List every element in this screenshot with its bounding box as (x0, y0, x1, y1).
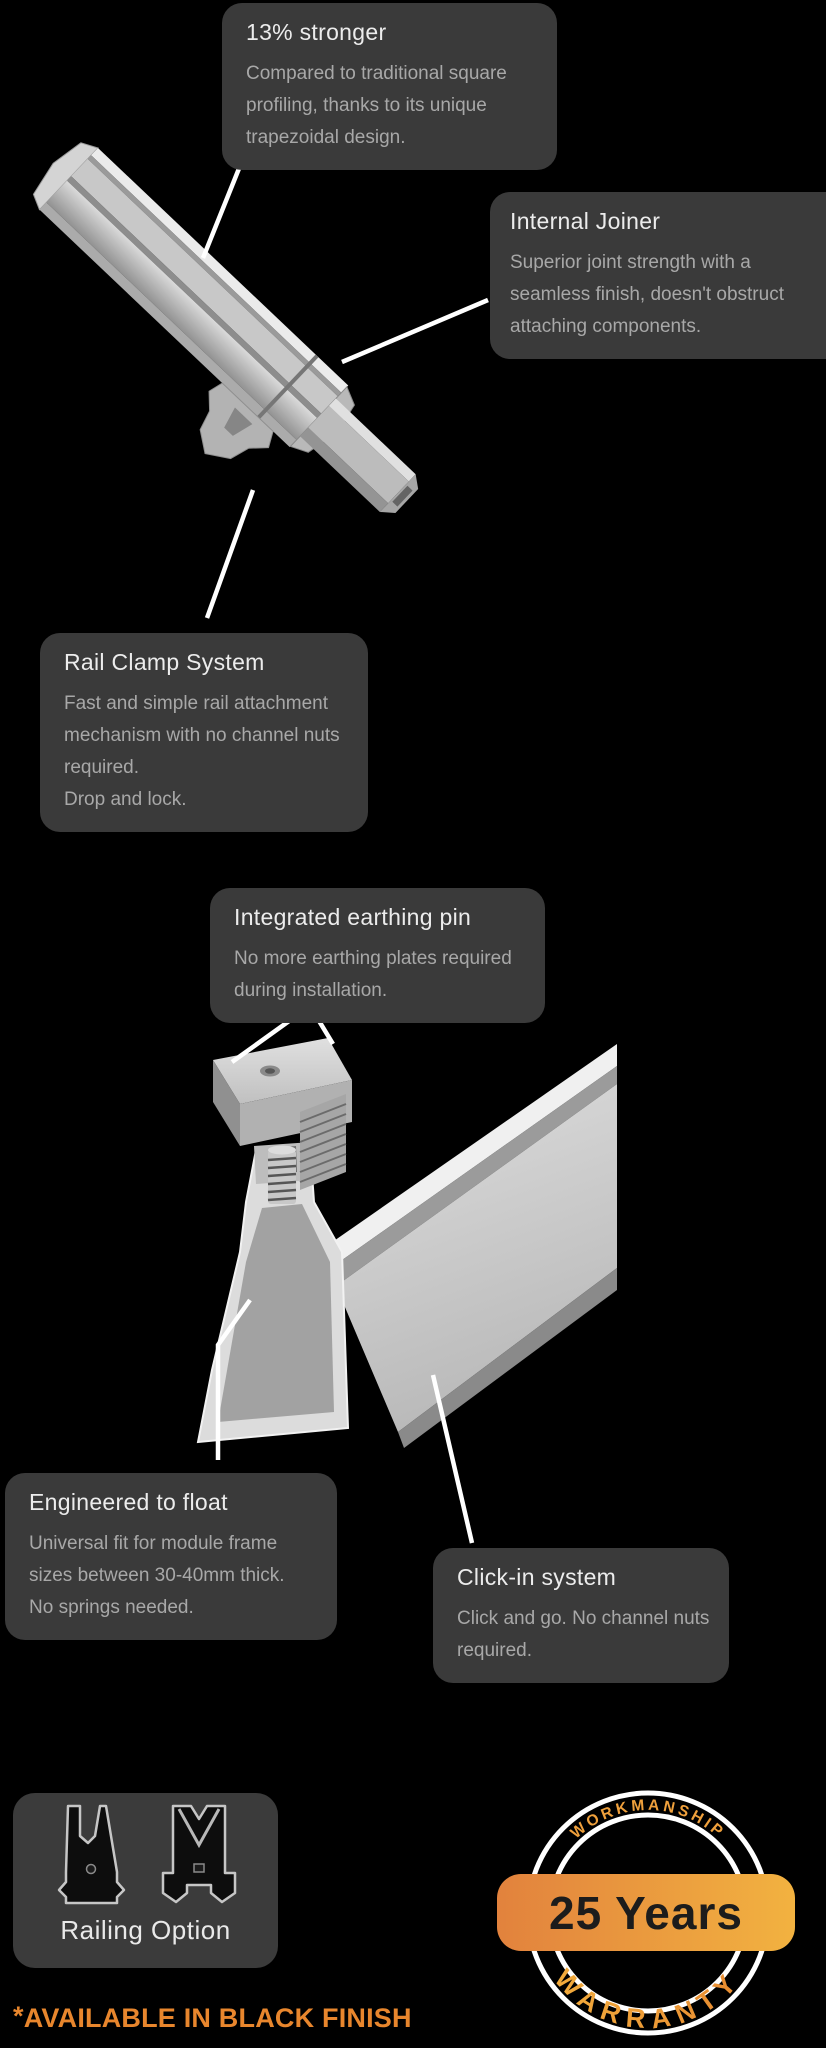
callout-internal-joiner: Internal Joiner Superior joint strength … (490, 192, 826, 359)
callout-body-line: No more earthing plates required (234, 948, 512, 969)
h-rail-profile-icon (161, 1804, 237, 1904)
rail-profile-silhouettes (57, 1804, 237, 1905)
callout-body-line: trapezoidal design. (246, 127, 406, 148)
railing-option-card: Railing Option (13, 1793, 278, 1968)
clamp-earthing-render (196, 1038, 617, 1448)
callout-rail-clamp-system: Rail Clamp System Fast and simple rail a… (40, 633, 368, 832)
rail-clamp (199, 382, 274, 460)
callout-integrated-earthing-pin: Integrated earthing pin No more earthing… (210, 888, 545, 1023)
internal-joiner-tube (300, 398, 419, 513)
leader-engineered-float (215, 1298, 252, 1460)
callout-body: No more earthing plates required during … (234, 943, 527, 1007)
callout-title: Rail Clamp System (64, 649, 265, 675)
leader-internal-joiner (341, 297, 489, 365)
callout-body-line: attaching components. (510, 316, 702, 337)
rail-assembly-render (32, 142, 419, 513)
callout-body-line: sizes between 30-40mm thick. (29, 1565, 285, 1586)
serrated-block (299, 1094, 347, 1190)
callout-body: Superior joint strength with a seamless … (510, 247, 826, 343)
callout-click-in-system: Click-in system Click and go. No channel… (433, 1548, 729, 1683)
callout-body-line: No springs needed. (29, 1597, 194, 1618)
leader-click-in (430, 1374, 475, 1544)
callout-body-line: Click and go. No channel nuts (457, 1608, 710, 1629)
callout-body: Click and go. No channel nuts required. (457, 1603, 711, 1667)
callout-body-line: required. (64, 757, 139, 778)
callout-engineered-to-float: Engineered to float Universal fit for mo… (5, 1473, 337, 1640)
callout-body: Fast and simple rail attachment mechanis… (64, 688, 350, 816)
callout-body-line: during installation. (234, 980, 388, 1001)
callout-title: Internal Joiner (510, 208, 661, 234)
callout-body: Universal fit for module frame sizes bet… (29, 1528, 319, 1624)
callout-body-line: Fast and simple rail attachment (64, 693, 329, 714)
callout-title: Engineered to float (29, 1489, 228, 1515)
callout-title: Integrated earthing pin (234, 904, 472, 930)
callout-title: 13% stronger (246, 19, 387, 45)
black-finish-footnote: *AVAILABLE IN BLACK FINISH (13, 2001, 412, 2034)
leader-13-stronger (200, 165, 243, 259)
leader-lines (200, 165, 489, 1544)
footnote-asterisk: * (13, 2001, 24, 2031)
badge-years-text: 25 Years (549, 1887, 743, 1939)
callout-13-stronger: 13% stronger Compared to traditional squ… (222, 3, 557, 170)
trapezoid-rail-profile-icon (57, 1804, 126, 1905)
callout-body-line: seamless finish, doesn't obstruct (510, 284, 784, 305)
callout-body-line: Universal fit for module frame (29, 1533, 278, 1554)
callout-title: Click-in system (457, 1564, 617, 1590)
callout-body-line: mechanism with no channel nuts (64, 725, 340, 746)
warranty-badge: WORKMANSHIP WARRANTY 25 Years (497, 1790, 795, 2036)
railing-option-label: Railing Option (60, 1915, 231, 1945)
module-clamp (213, 1038, 352, 1146)
callout-body-line: Superior joint strength with a (510, 252, 751, 273)
callout-body-line: Drop and lock. (64, 789, 187, 810)
leader-rail-clamp (204, 489, 256, 619)
callout-body: Compared to traditional square profiling… (246, 58, 539, 154)
badge-banner (497, 1874, 795, 1951)
footnote-text: AVAILABLE IN BLACK FINISH (23, 2003, 412, 2033)
callout-body-line: profiling, thanks to its unique (246, 95, 487, 116)
callout-body-line: required. (457, 1640, 532, 1661)
callout-body-line: Compared to traditional square (246, 63, 507, 84)
badge-warranty-text: WARRANTY (549, 1963, 747, 2034)
earthing-pin-spring (267, 1145, 297, 1204)
joiner-seam (257, 354, 319, 419)
